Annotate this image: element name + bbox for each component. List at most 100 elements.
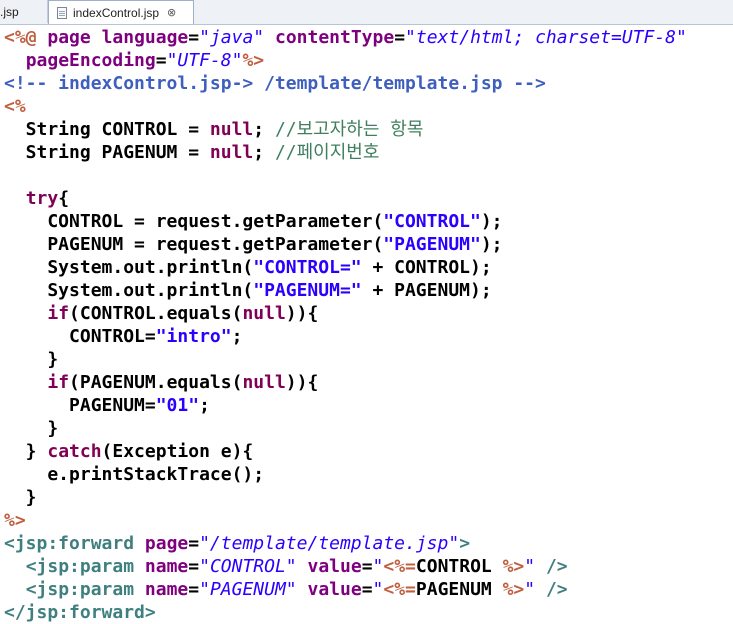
code-token xyxy=(4,579,26,600)
code-token: " xyxy=(372,556,384,577)
code-line: <jsp:param name="CONTROL" value="<%=CONT… xyxy=(4,555,568,578)
code-token: %> xyxy=(242,50,265,71)
code-token: PAGENUM = request.getParameter( xyxy=(4,234,384,255)
code-token xyxy=(134,533,145,554)
code-token: "CONTROL" xyxy=(383,211,481,232)
code-token: <jsp:param xyxy=(25,556,135,577)
code-line: CONTROL = request.getParameter("CONTROL"… xyxy=(4,210,502,233)
code-line: <%@ page language="java" contentType="te… xyxy=(4,26,687,49)
code-line: <!-- indexControl.jsp-> /template/templa… xyxy=(4,72,546,95)
code-token xyxy=(91,27,102,48)
code-token: = xyxy=(188,579,200,600)
code-token: "text/html; charset=UTF-8" xyxy=(405,27,687,48)
code-token: "01" xyxy=(155,395,200,416)
code-token: " xyxy=(524,556,536,577)
code-line: String PAGENUM = null; //페이지번호 xyxy=(4,141,380,164)
code-token: (CONTROL.equals( xyxy=(69,303,243,324)
code-token: null xyxy=(242,372,286,393)
code-token: ; xyxy=(253,142,275,163)
code-token: ; xyxy=(231,326,243,347)
code-token: <%= xyxy=(383,579,416,600)
close-tab-icon[interactable]: ⊗ xyxy=(167,7,177,19)
code-token: = xyxy=(394,27,406,48)
code-token: = xyxy=(188,27,200,48)
code-token: } xyxy=(4,487,37,508)
editor-tab-bar: .jsp indexControl.jsp ⊗ xyxy=(0,0,733,25)
code-token: //페이지번호 xyxy=(274,142,380,163)
code-token: e.printStackTrace(); xyxy=(4,464,265,485)
code-token: pageEncoding xyxy=(25,50,156,71)
code-token: CONTROL xyxy=(415,556,503,577)
tab-previous-file[interactable]: .jsp xyxy=(0,0,48,23)
code-token: = xyxy=(361,556,373,577)
jsp-file-icon xyxy=(57,6,67,19)
code-token: %> xyxy=(502,556,525,577)
code-editor[interactable]: <%@ page language="java" contentType="te… xyxy=(0,26,733,623)
code-token: )){ xyxy=(285,303,319,324)
code-token xyxy=(4,372,47,393)
code-token: } xyxy=(4,349,59,370)
code-token: } xyxy=(4,441,48,462)
code-token: (PAGENUM.equals( xyxy=(69,372,243,393)
code-token xyxy=(297,556,308,577)
code-line: e.printStackTrace(); xyxy=(4,463,264,486)
code-line: CONTROL="intro"; xyxy=(4,325,242,348)
code-token: " xyxy=(372,579,384,600)
code-line: System.out.println("PAGENUM=" + PAGENUM)… xyxy=(4,279,491,302)
code-token: "PAGENUM" xyxy=(383,234,481,255)
code-token xyxy=(4,50,26,71)
code-line: } xyxy=(4,486,37,509)
code-token: contentType xyxy=(274,27,395,48)
code-token: CONTROL= xyxy=(4,326,156,347)
code-token: <jsp:param xyxy=(25,579,135,600)
code-line: PAGENUM = request.getParameter("PAGENUM"… xyxy=(4,233,502,256)
code-token: null xyxy=(209,119,254,140)
code-line: <% xyxy=(4,95,26,118)
code-token: System.out.println( xyxy=(4,280,254,301)
code-token: //보고자하는 항목 xyxy=(274,119,424,140)
code-token: <% xyxy=(4,96,26,117)
code-token: <jsp:forward xyxy=(4,533,135,554)
tab-active-label: indexControl.jsp xyxy=(73,5,160,20)
code-token: ; xyxy=(199,395,210,416)
code-token: PAGENUM= xyxy=(4,395,156,416)
code-line: String CONTROL = null; //보고자하는 항목 xyxy=(4,118,424,141)
code-token: try xyxy=(25,188,59,209)
code-token: "/template/template.jsp" xyxy=(199,533,460,554)
code-token: = xyxy=(155,50,167,71)
code-token: " xyxy=(524,579,536,600)
code-token: if xyxy=(47,372,70,393)
tab-index-control[interactable]: indexControl.jsp ⊗ xyxy=(48,0,194,24)
code-token: <%= xyxy=(383,556,416,577)
code-token: <%@ xyxy=(4,27,48,48)
code-line: <jsp:forward page="/template/template.js… xyxy=(4,532,470,555)
code-token xyxy=(297,579,308,600)
code-token xyxy=(134,556,145,577)
code-token: "CONTROL" xyxy=(199,556,297,577)
code-line: pageEncoding="UTF-8"%> xyxy=(4,49,264,72)
code-line: if(CONTROL.equals(null)){ xyxy=(4,302,318,325)
code-line: System.out.println("CONTROL=" + CONTROL)… xyxy=(4,256,492,279)
code-token: "PAGENUM" xyxy=(199,579,297,600)
code-token: "PAGENUM=" xyxy=(253,280,362,301)
code-line: try{ xyxy=(4,187,69,210)
code-token xyxy=(4,188,26,209)
code-token: > xyxy=(459,533,471,554)
code-token: } xyxy=(4,418,59,439)
code-token: ; xyxy=(253,119,275,140)
code-token: if xyxy=(47,303,70,324)
code-token: "UTF-8" xyxy=(166,50,243,71)
code-token: String CONTROL = xyxy=(4,119,210,140)
code-token: page xyxy=(144,533,189,554)
code-token: null xyxy=(242,303,286,324)
code-token: "CONTROL=" xyxy=(253,257,362,278)
code-token: page xyxy=(47,27,91,48)
code-token: )){ xyxy=(285,372,319,393)
code-line: } xyxy=(4,417,58,440)
code-token: PAGENUM xyxy=(415,579,503,600)
code-token: + CONTROL); xyxy=(361,257,492,278)
code-line: if(PAGENUM.equals(null)){ xyxy=(4,371,318,394)
code-line: %> xyxy=(4,509,26,532)
code-token: name xyxy=(144,556,189,577)
code-token: = xyxy=(361,579,373,600)
